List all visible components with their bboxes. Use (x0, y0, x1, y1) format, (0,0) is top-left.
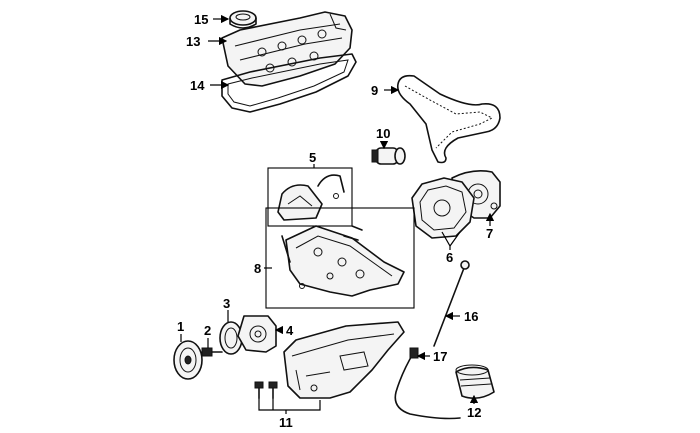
callout-11: 11 (279, 415, 293, 430)
oil-dipstick (433, 260, 470, 347)
callout-6: 6 (446, 250, 453, 265)
callout-14: 14 (190, 78, 205, 93)
valve-cover-gasket (221, 53, 357, 113)
oil-pan-gasket-group (265, 207, 415, 309)
callout-17: 17 (433, 349, 447, 364)
callout-7: 7 (486, 226, 493, 241)
leader-lines (180, 14, 495, 414)
callout-8: 8 (254, 261, 261, 276)
oil-filter (455, 364, 495, 400)
callout-13: 13 (186, 34, 200, 49)
callout-9: 9 (371, 83, 378, 98)
callout-labels: 15 13 14 9 10 5 7 6 8 16 17 12 11 3 4 2 … (177, 12, 493, 430)
callout-5: 5 (309, 150, 316, 165)
callout-12: 12 (467, 405, 481, 420)
valve-cover (221, 11, 353, 87)
oil-pan (283, 321, 405, 399)
timing-cover-seal-group (267, 167, 353, 227)
callout-3: 3 (223, 296, 230, 311)
oil-filler-cap (229, 10, 257, 29)
callout-10: 10 (376, 126, 390, 141)
callout-2: 2 (204, 323, 211, 338)
dipstick-tube (394, 347, 461, 420)
oil-pump (237, 315, 277, 353)
callout-1: 1 (177, 319, 184, 334)
callout-16: 16 (464, 309, 478, 324)
timing-chain (396, 74, 501, 164)
crankshaft-pulley (173, 340, 203, 380)
callout-15: 15 (194, 12, 208, 27)
pulley-bolt (201, 347, 223, 357)
callout-4: 4 (286, 323, 294, 338)
drain-plugs (254, 381, 278, 399)
chain-tensioner (371, 147, 406, 165)
front-cover-gaskets (411, 177, 475, 239)
